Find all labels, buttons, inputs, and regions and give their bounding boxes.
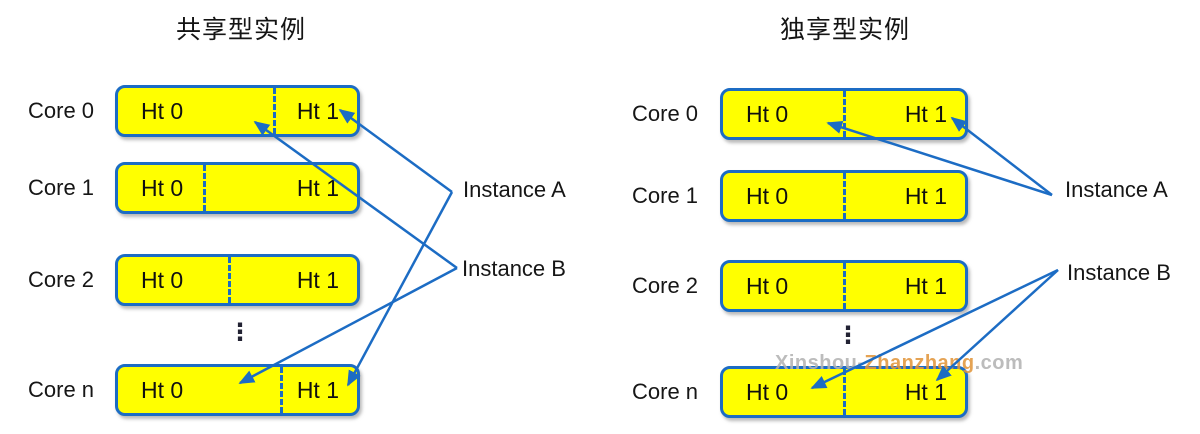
ht0-cell: Ht 0 xyxy=(141,98,184,124)
ht-divider xyxy=(273,88,276,134)
right-coren-label: Core n xyxy=(632,379,699,404)
right-panel-title: 独享型实例 xyxy=(779,16,910,44)
arrow-left-a-coren-ht1 xyxy=(346,191,454,387)
left-core2-label: Core 2 xyxy=(28,267,95,292)
right-core2-box: Ht 0 Ht 1 xyxy=(720,260,968,312)
ht1-cell: Ht 1 xyxy=(296,98,339,124)
ht-divider xyxy=(228,257,231,303)
ht0-cell: Ht 0 xyxy=(746,273,789,299)
left-instance-a-label: Instance A xyxy=(463,177,566,202)
ht1-cell: Ht 1 xyxy=(296,267,339,293)
ht1-cell: Ht 1 xyxy=(296,377,339,403)
ht-divider xyxy=(280,367,283,413)
ht-divider xyxy=(843,369,846,415)
watermark-brand: Zhanzhang xyxy=(864,352,975,374)
ht0-cell: Ht 0 xyxy=(746,101,789,127)
ht0-cell: Ht 0 xyxy=(141,175,184,201)
ht1-cell: Ht 1 xyxy=(904,101,947,127)
right-core0-label: Core 0 xyxy=(632,101,699,126)
watermark: Xinshou-Zhanzhang.com xyxy=(775,352,1023,375)
left-core1-box: Ht 0 Ht 1 xyxy=(115,162,360,214)
ht0-cell: Ht 0 xyxy=(141,377,184,403)
left-coren-box: Ht 0 Ht 1 xyxy=(115,364,360,416)
left-core0-box: Ht 0 Ht 1 xyxy=(115,85,360,137)
left-panel-title: 共享型实例 xyxy=(175,16,306,44)
ht1-cell: Ht 1 xyxy=(904,183,947,209)
watermark-suffix: .com xyxy=(974,352,1024,374)
right-core2-label: Core 2 xyxy=(632,273,699,298)
left-instance-b-label: Instance B xyxy=(462,256,566,281)
ht0-cell: Ht 0 xyxy=(746,183,789,209)
left-core2-box: Ht 0 Ht 1 xyxy=(115,254,360,306)
ht-divider xyxy=(843,263,846,309)
right-instance-b-label: Instance B xyxy=(1067,260,1171,285)
right-core1-box: Ht 0 Ht 1 xyxy=(720,170,968,222)
ht1-cell: Ht 1 xyxy=(296,175,339,201)
ht-divider xyxy=(843,173,846,219)
left-core1-label: Core 1 xyxy=(28,175,95,200)
right-core0-box: Ht 0 Ht 1 xyxy=(720,88,968,140)
ht1-cell: Ht 1 xyxy=(904,379,947,405)
left-more-cores-ellipsis: ⋮ xyxy=(228,319,252,346)
ht-divider xyxy=(843,91,846,137)
right-instance-a-label: Instance A xyxy=(1065,177,1168,202)
right-core1-label: Core 1 xyxy=(632,183,699,208)
left-coren-label: Core n xyxy=(28,377,95,402)
left-core0-label: Core 0 xyxy=(28,98,95,123)
right-more-cores-ellipsis: ⋮ xyxy=(836,322,860,349)
ht0-cell: Ht 0 xyxy=(141,267,184,293)
ht1-cell: Ht 1 xyxy=(904,273,947,299)
ht-divider xyxy=(203,165,206,211)
watermark-prefix: Xinshou- xyxy=(775,352,865,374)
ht0-cell: Ht 0 xyxy=(746,379,789,405)
